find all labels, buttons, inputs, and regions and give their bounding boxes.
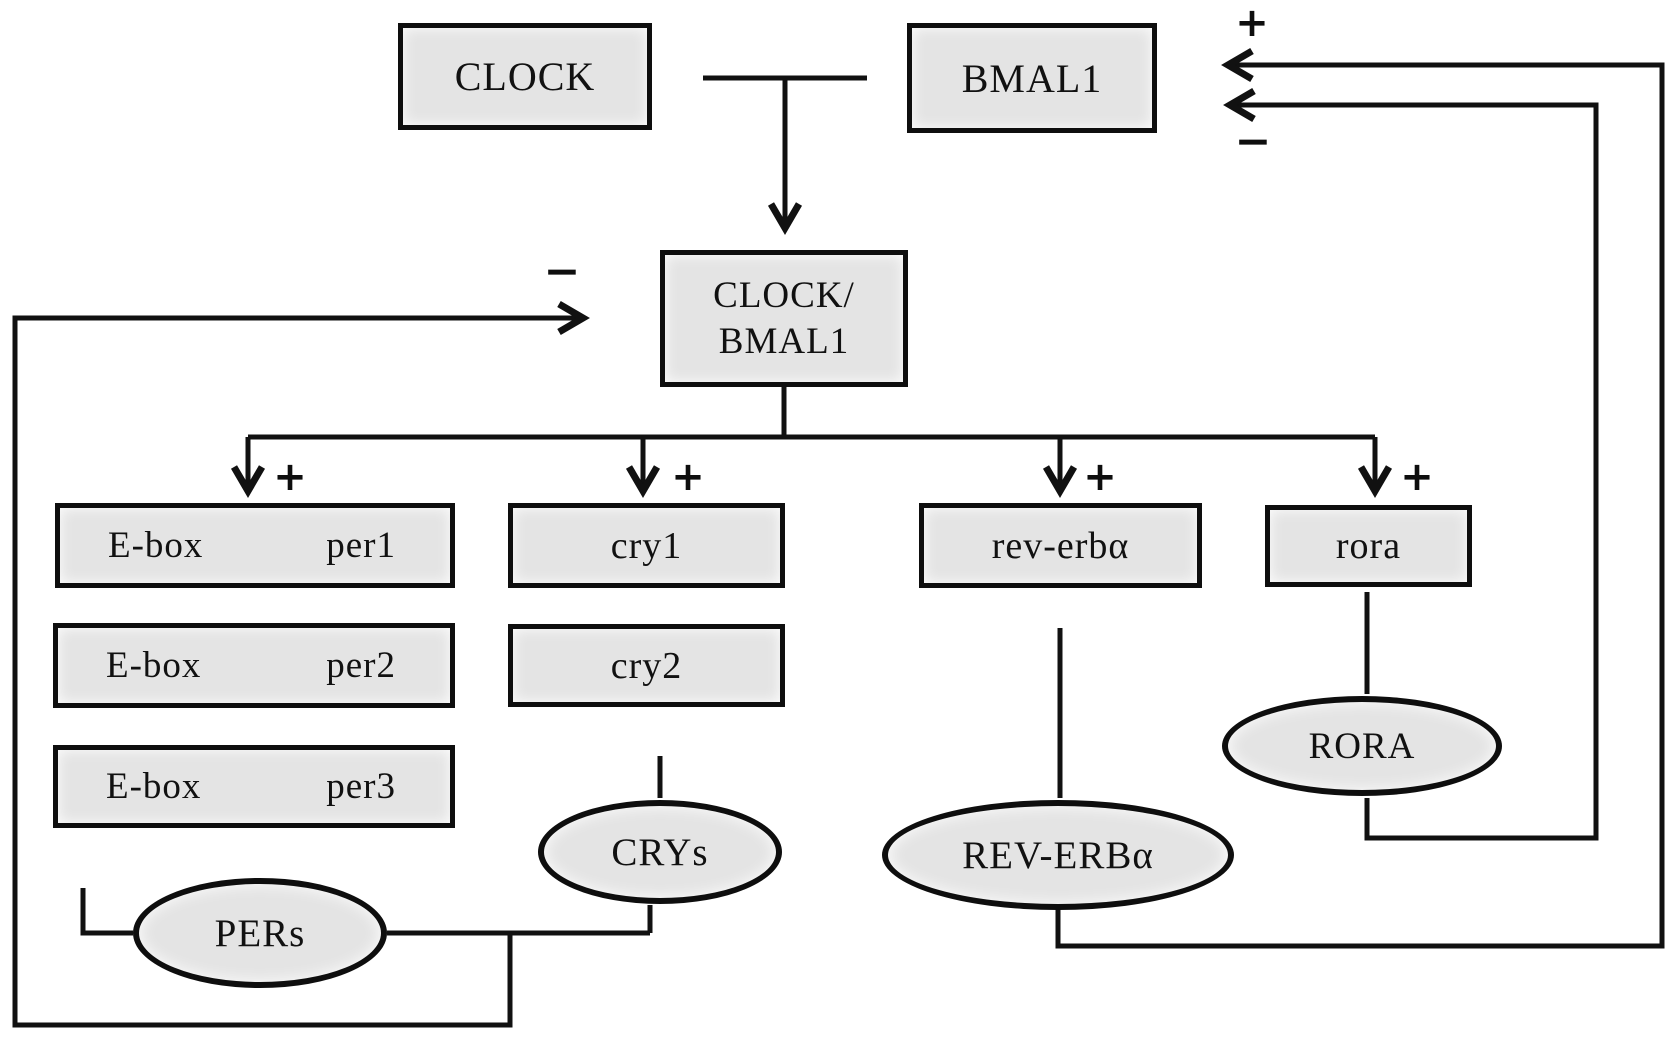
ellipse-rora-protein: RORA: [1222, 696, 1502, 796]
ellipse-crys-protein: CRYs: [538, 800, 782, 904]
plus-sign-rora-branch: +: [1400, 454, 1434, 500]
box-cry2: cry2: [508, 624, 785, 707]
box-bmal1-label: BMAL1: [961, 55, 1103, 101]
ebox-label: E-box: [106, 645, 202, 686]
box-clock-bmal1-label-line1: CLOCK/: [713, 275, 855, 317]
arrow-pers-crys-negative-feedback: [12, 300, 590, 1028]
arrow-rora-inner-loop-to-bmal1: [1223, 87, 1599, 841]
ellipse-rora-label: RORA: [1308, 725, 1416, 767]
box-rora-gene: rora: [1265, 505, 1472, 587]
ebox-label: E-box: [106, 766, 202, 807]
per1-gene-label: per1: [326, 525, 396, 566]
box-ebox-per3: E-box per3: [53, 745, 455, 828]
arrow-rev-erba-outer-loop-to-bmal1: [1055, 47, 1665, 949]
box-cry1-label: cry1: [610, 524, 683, 567]
ellipse-rev-erba-label: REV-ERBα: [962, 833, 1154, 877]
box-cry2-label: cry2: [610, 644, 683, 687]
box-rev-erba-gene: rev-erbα: [919, 503, 1202, 588]
box-ebox-per2: E-box per2: [53, 623, 455, 708]
ellipse-pers-label: PERs: [214, 911, 306, 955]
box-clock-bmal1-complex: CLOCK/ BMAL1: [660, 250, 908, 387]
box-bmal1: BMAL1: [907, 23, 1157, 133]
plus-sign-bmal1-activation: +: [1235, 0, 1269, 46]
per3-gene-label: per3: [326, 766, 396, 807]
per2-gene-label: per2: [326, 645, 396, 686]
box-clock-bmal1-label-line2: BMAL1: [718, 320, 850, 362]
minus-sign-clock-bmal1-repression: −: [543, 246, 581, 297]
plus-sign-rev-erba-branch: +: [1083, 454, 1117, 500]
box-clock: CLOCK: [398, 23, 652, 130]
ellipse-rev-erba-protein: REV-ERBα: [882, 800, 1234, 910]
box-ebox-per1: E-box per1: [55, 503, 455, 588]
ellipse-pers-protein: PERs: [133, 878, 387, 988]
minus-sign-bmal1-repression: −: [1234, 116, 1272, 167]
plus-sign-cry-branch: +: [671, 454, 705, 500]
plus-sign-per-branch: +: [273, 454, 307, 500]
ebox-label: E-box: [108, 525, 204, 566]
box-rev-erba-gene-label: rev-erbα: [991, 524, 1130, 567]
box-rora-gene-label: rora: [1335, 525, 1402, 567]
box-cry1: cry1: [508, 503, 785, 588]
edge-pers-left-bracket: [80, 888, 133, 936]
box-clock-label: CLOCK: [454, 54, 596, 99]
ellipse-crys-label: CRYs: [611, 830, 709, 874]
